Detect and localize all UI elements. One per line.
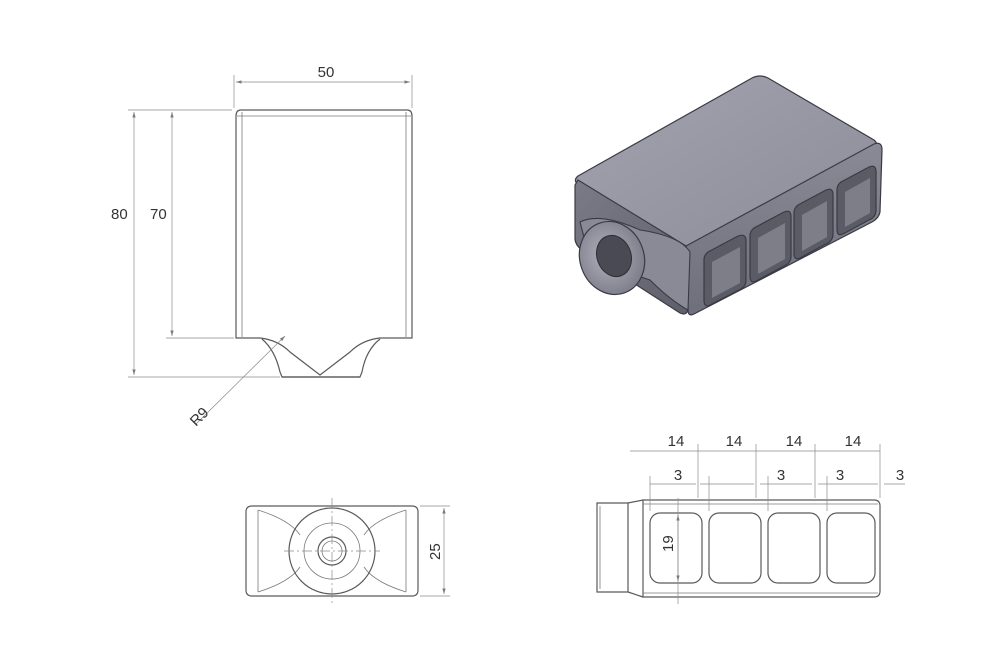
ports-front-view <box>649 512 876 584</box>
front-view: 50 80 70 R9 <box>111 64 413 430</box>
bottom-view: 25 <box>245 498 450 604</box>
dimension-total-height-80: 80 <box>111 109 280 378</box>
isometric-view <box>574 75 883 316</box>
dim-label-pitch-1: 14 <box>668 433 685 450</box>
iso-ports <box>703 165 877 307</box>
port-3 <box>767 512 821 584</box>
dim-label-width: 50 <box>318 64 335 81</box>
dim-label-bottom-height: 25 <box>427 543 444 560</box>
dim-label-total-height: 80 <box>111 206 128 223</box>
dimension-wall-chain: 3 3 3 3 <box>649 467 905 511</box>
dim-label-wall-1: 3 <box>674 467 682 484</box>
iso-boss-bore <box>595 234 633 278</box>
front-view-outline <box>235 109 413 378</box>
port-2 <box>708 512 762 584</box>
dim-label-pitch-3: 14 <box>786 433 803 450</box>
dim-label-radius: R9 <box>187 404 213 430</box>
dimension-port-height-19: 19 <box>660 498 680 604</box>
dim-label-wall-4: 3 <box>896 467 904 484</box>
dimension-radius-r9: R9 <box>187 335 286 430</box>
dimension-width-50: 50 <box>233 64 413 108</box>
dim-label-port-height: 19 <box>660 535 677 552</box>
dim-label-pitch-2: 14 <box>726 433 743 450</box>
side-view: 14 14 14 14 3 3 3 3 19 <box>596 433 905 604</box>
dimension-pitch-chain: 14 14 14 14 <box>630 433 881 498</box>
dim-label-pitch-4: 14 <box>845 433 862 450</box>
dim-label-wall-2: 3 <box>777 467 785 484</box>
dimension-body-height-70: 70 <box>150 112 234 339</box>
port-1 <box>649 512 703 584</box>
port-4 <box>826 512 876 584</box>
dim-label-body-height: 70 <box>150 206 167 223</box>
dim-label-wall-3: 3 <box>836 467 844 484</box>
dimension-height-25: 25 <box>420 505 450 597</box>
